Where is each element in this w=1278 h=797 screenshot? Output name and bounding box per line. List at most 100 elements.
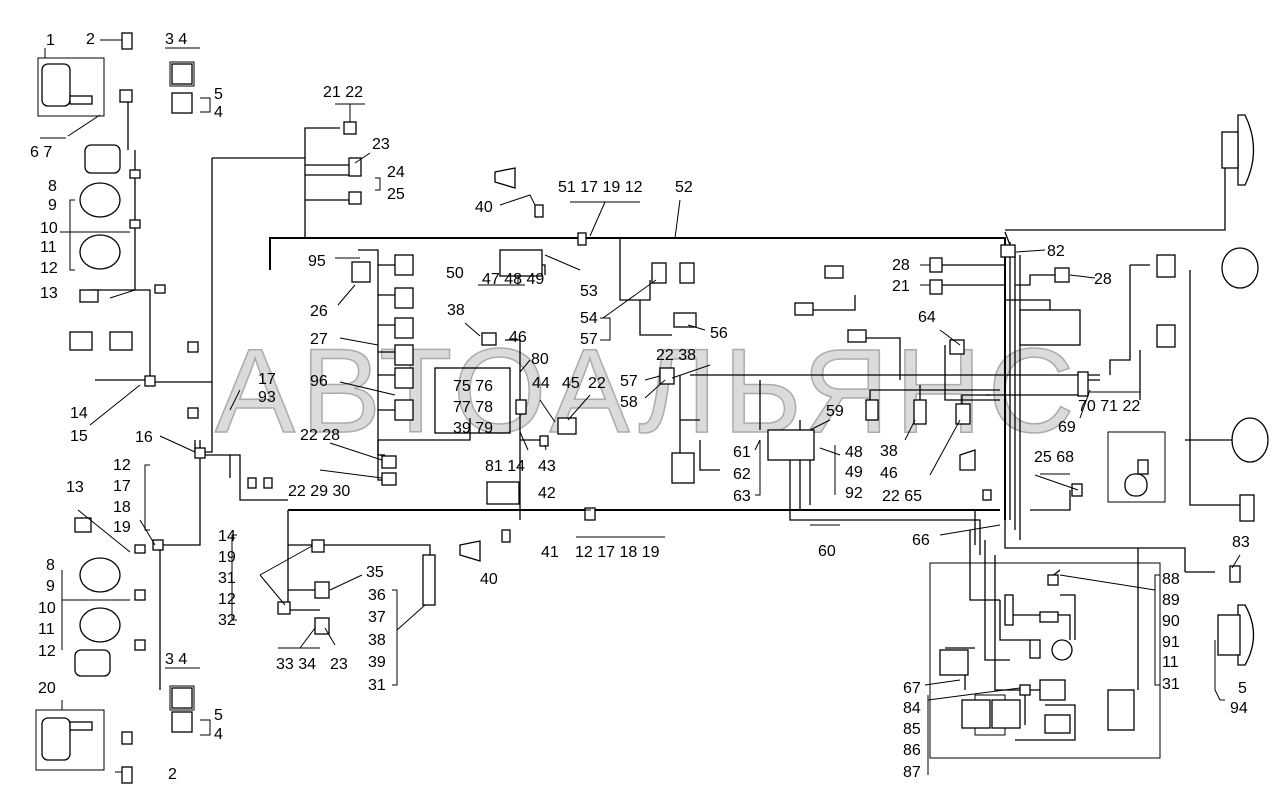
callout: 77 78 xyxy=(453,399,493,416)
callout: 93 xyxy=(258,389,276,406)
callout: 9 xyxy=(48,197,57,214)
callout: 4 xyxy=(214,726,223,743)
callout: 10 xyxy=(38,600,56,617)
callout: 28 xyxy=(892,257,910,274)
lamp-box-top-left xyxy=(37,57,105,117)
callout: 26 xyxy=(310,303,328,320)
callout: 83 xyxy=(1232,534,1250,551)
callout: 17 xyxy=(113,478,131,495)
callout: 48 xyxy=(845,444,863,461)
callout: 81 14 xyxy=(485,458,525,475)
callout: 56 xyxy=(710,325,728,342)
callout: 67 xyxy=(903,680,921,697)
callout: 46 xyxy=(509,329,527,346)
callout: 9 xyxy=(46,578,55,595)
callout: 44 xyxy=(532,375,550,392)
lamp-left-11 xyxy=(79,234,121,270)
callout: 57 xyxy=(620,373,638,390)
callout: 31 xyxy=(218,570,236,587)
callout: 50 xyxy=(446,265,464,282)
callout: 82 xyxy=(1047,243,1065,260)
callout: 5 xyxy=(214,86,223,103)
callout: 2 xyxy=(86,31,95,48)
main-harness xyxy=(90,100,1240,759)
callout: 96 xyxy=(310,373,328,390)
components xyxy=(35,32,1269,784)
callout: 88 xyxy=(1162,571,1180,588)
callout: 20 xyxy=(38,680,56,697)
callout: 54 xyxy=(580,310,598,327)
callout: 18 xyxy=(113,499,131,516)
battery-2 xyxy=(991,699,1021,729)
callout: 22 28 xyxy=(300,427,340,444)
callout: 58 xyxy=(620,394,638,411)
callout: 35 xyxy=(366,564,384,581)
callout: 22 65 xyxy=(882,488,922,505)
callout: 49 xyxy=(845,464,863,481)
callout: 8 xyxy=(48,178,57,195)
callout: 95 xyxy=(308,253,326,270)
callout: 13 xyxy=(40,285,58,302)
lamp-right-middle xyxy=(1221,247,1259,289)
component-42 xyxy=(486,481,520,505)
callout: 36 xyxy=(368,587,386,604)
callout: 33 34 xyxy=(276,656,316,673)
callout: 5 xyxy=(214,707,223,724)
fuse-2-top xyxy=(121,32,133,50)
callout: 12 17 18 19 xyxy=(575,544,660,561)
callout: 62 xyxy=(733,466,751,483)
callout: 91 xyxy=(1162,634,1180,651)
callout: 31 xyxy=(368,677,386,694)
callout: 11 xyxy=(1162,654,1179,671)
callout: 40 xyxy=(475,199,493,216)
component-large-right xyxy=(1019,309,1081,346)
callout: 45 xyxy=(562,375,580,392)
lamp-right-lower xyxy=(1231,417,1269,463)
callout: 89 xyxy=(1162,592,1180,609)
callout: 38 xyxy=(880,443,898,460)
callout: 64 xyxy=(918,309,936,326)
callout: 11 xyxy=(38,621,55,638)
callout: 60 xyxy=(818,543,836,560)
callout: 22 38 xyxy=(656,347,696,364)
callout: 40 xyxy=(480,571,498,588)
callout: 15 xyxy=(70,428,88,445)
callout: 17 xyxy=(258,371,276,388)
callout: 3 4 xyxy=(165,651,187,668)
callout: 41 xyxy=(541,544,559,561)
callout: 75 76 xyxy=(453,378,493,395)
callout: 14 xyxy=(218,528,236,545)
callout: 13 xyxy=(66,479,84,496)
callout: 5 xyxy=(1238,680,1247,697)
callout: 2 xyxy=(168,766,177,783)
component-61 xyxy=(767,429,815,461)
callout: 6 7 xyxy=(30,144,52,161)
callout: 25 xyxy=(387,186,405,203)
callout: 8 xyxy=(46,557,55,574)
callout: 10 xyxy=(40,220,58,237)
callout: 28 xyxy=(1094,271,1112,288)
callout: 46 xyxy=(880,465,898,482)
callout-labels: 1 2 3 4 5 4 6 7 8 9 10 11 12 13 14 15 16… xyxy=(30,31,1250,783)
callout: 85 xyxy=(903,721,921,738)
callout: 52 xyxy=(675,179,693,196)
callout: 37 xyxy=(368,609,386,626)
callout: 47 48 49 xyxy=(482,271,544,288)
callout: 25 68 xyxy=(1034,449,1074,466)
callout: 1 xyxy=(46,32,55,49)
callout: 86 xyxy=(903,742,921,759)
callout: 21 22 xyxy=(323,84,363,101)
callout: 12 xyxy=(218,591,236,608)
callout: 4 xyxy=(214,104,223,121)
callout: 14 xyxy=(70,405,88,422)
callout: 21 xyxy=(892,278,910,295)
callout: 31 xyxy=(1162,676,1180,693)
lamp-right-top xyxy=(1237,114,1255,186)
callout: 63 xyxy=(733,488,751,505)
callout: 43 xyxy=(538,458,556,475)
callout: 11 xyxy=(40,239,57,256)
lamp-left-lower-11 xyxy=(79,607,121,643)
callout: 3 4 xyxy=(165,31,187,48)
callout: 94 xyxy=(1230,700,1248,717)
